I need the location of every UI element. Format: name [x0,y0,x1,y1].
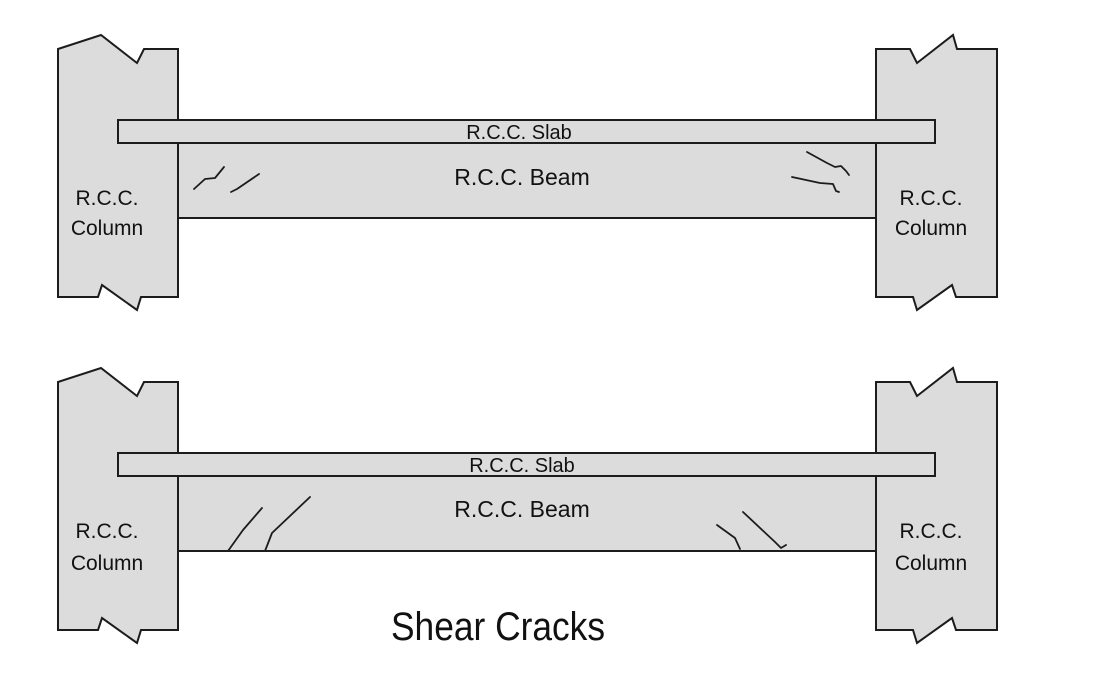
crack-mark [806,151,850,176]
right-column-top-figure [875,33,998,312]
shear-crack-mark [716,524,741,550]
beam-label: R.C.C. Beam [454,164,589,190]
slab-label: R.C.C. Slab [469,455,575,477]
right-column-label-line1: R.C.C. [900,520,963,543]
slab-top-figure [117,119,936,144]
beam-label: R.C.C. Beam [454,496,589,522]
left-column-top-figure [57,33,179,312]
shear-crack-mark [227,507,263,552]
left-column-label-line2: Column [71,552,143,575]
right-column-label-line2: Column [895,217,967,240]
beam-bottom-figure [177,475,877,552]
right-column-label-line1: R.C.C. [900,187,963,210]
shear-crack-mark [264,496,311,552]
crack-mark [230,173,260,193]
frame-top: R.C.C. Slab R.C.C. Beam R.C.C. Column R.… [57,33,998,312]
frame-bottom: R.C.C. Slab R.C.C. Beam R.C.C. Column R.… [57,366,998,645]
left-column-label-line2: Column [71,217,143,240]
crack-mark [791,176,840,193]
crack-mark [193,166,225,190]
slab-bottom-figure [117,452,936,477]
right-column-label-line2: Column [895,552,967,575]
left-column-label-line1: R.C.C. [76,520,139,543]
left-column-bottom-figure [57,366,179,645]
beam-top-figure [177,142,877,219]
diagram-caption: Shear Cracks [391,605,605,649]
right-column-bottom-figure [875,366,998,645]
left-column-label-line1: R.C.C. [76,187,139,210]
shear-crack-mark [742,511,787,549]
slab-label: R.C.C. Slab [466,122,572,144]
